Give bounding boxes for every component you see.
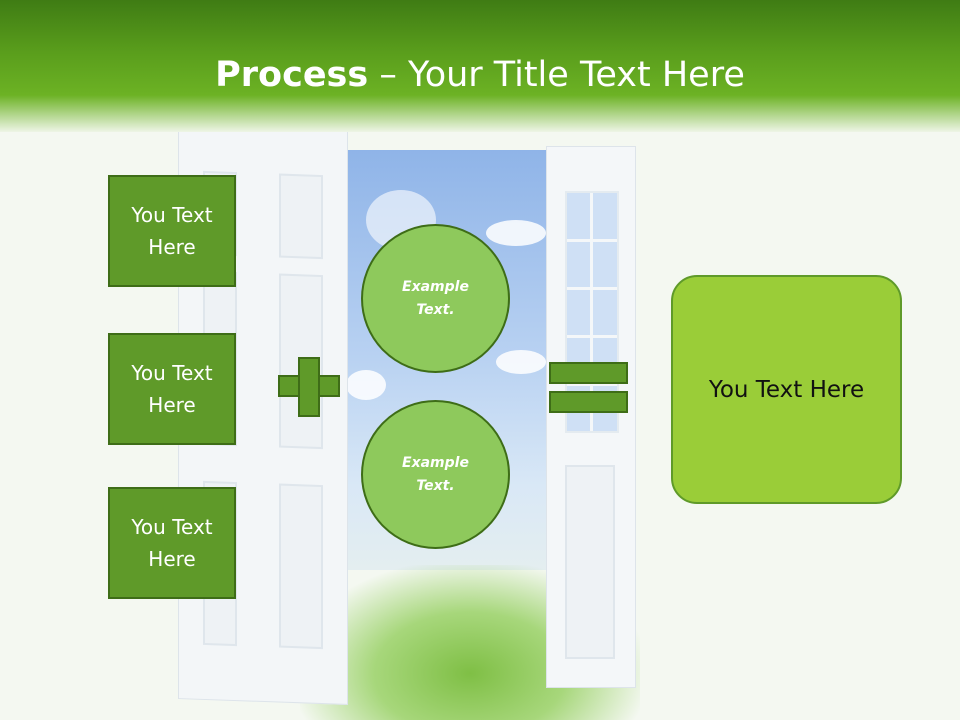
cloud [486, 220, 546, 246]
door-panel [279, 173, 323, 260]
page-title: Process – Your Title Text Here [0, 52, 960, 98]
result-label: You Text Here [708, 376, 865, 403]
cloud [496, 350, 546, 374]
door-panel [279, 483, 323, 650]
title-bold: Process [215, 55, 369, 95]
title-rest: – Your Title Text Here [368, 55, 745, 95]
cloud [346, 370, 386, 400]
result-box: You Text Here [671, 275, 902, 504]
right-door [546, 146, 636, 688]
door-panel [565, 465, 615, 659]
header-bar [0, 0, 960, 132]
